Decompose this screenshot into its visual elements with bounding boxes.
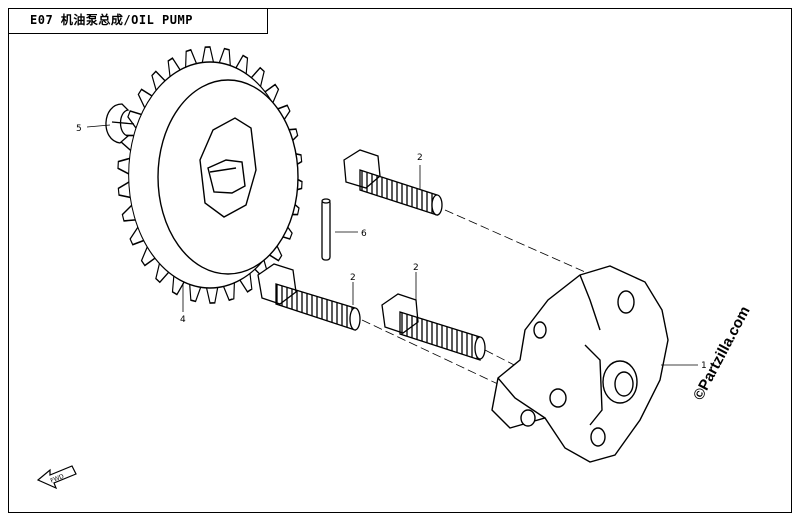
bolt-lower-left — [257, 263, 361, 331]
bolt-lower-right — [381, 293, 486, 361]
drawing-frame — [8, 8, 792, 513]
fwd-label: FWD — [49, 473, 65, 485]
callout-4: 4 — [180, 315, 186, 325]
oil-pump-body — [491, 265, 669, 463]
page-title: E07 机油泵总成/OIL PUMP — [30, 13, 193, 27]
fwd-arrow-icon: FWD — [36, 465, 77, 490]
callout-2-left: 2 — [350, 273, 356, 283]
callout-2-upper: 2 — [417, 153, 423, 163]
callout-5: 5 — [76, 124, 82, 134]
title-block — [8, 8, 268, 34]
circlip — [105, 103, 135, 144]
callout-6: 6 — [361, 229, 367, 239]
leader-lines — [86, 124, 698, 366]
oil-pump-gear — [117, 46, 303, 304]
dowel-pin — [321, 198, 331, 261]
callout-1: 1 — [701, 361, 707, 371]
callout-2-right: 2 — [413, 263, 419, 273]
bolt-upper — [343, 149, 443, 216]
